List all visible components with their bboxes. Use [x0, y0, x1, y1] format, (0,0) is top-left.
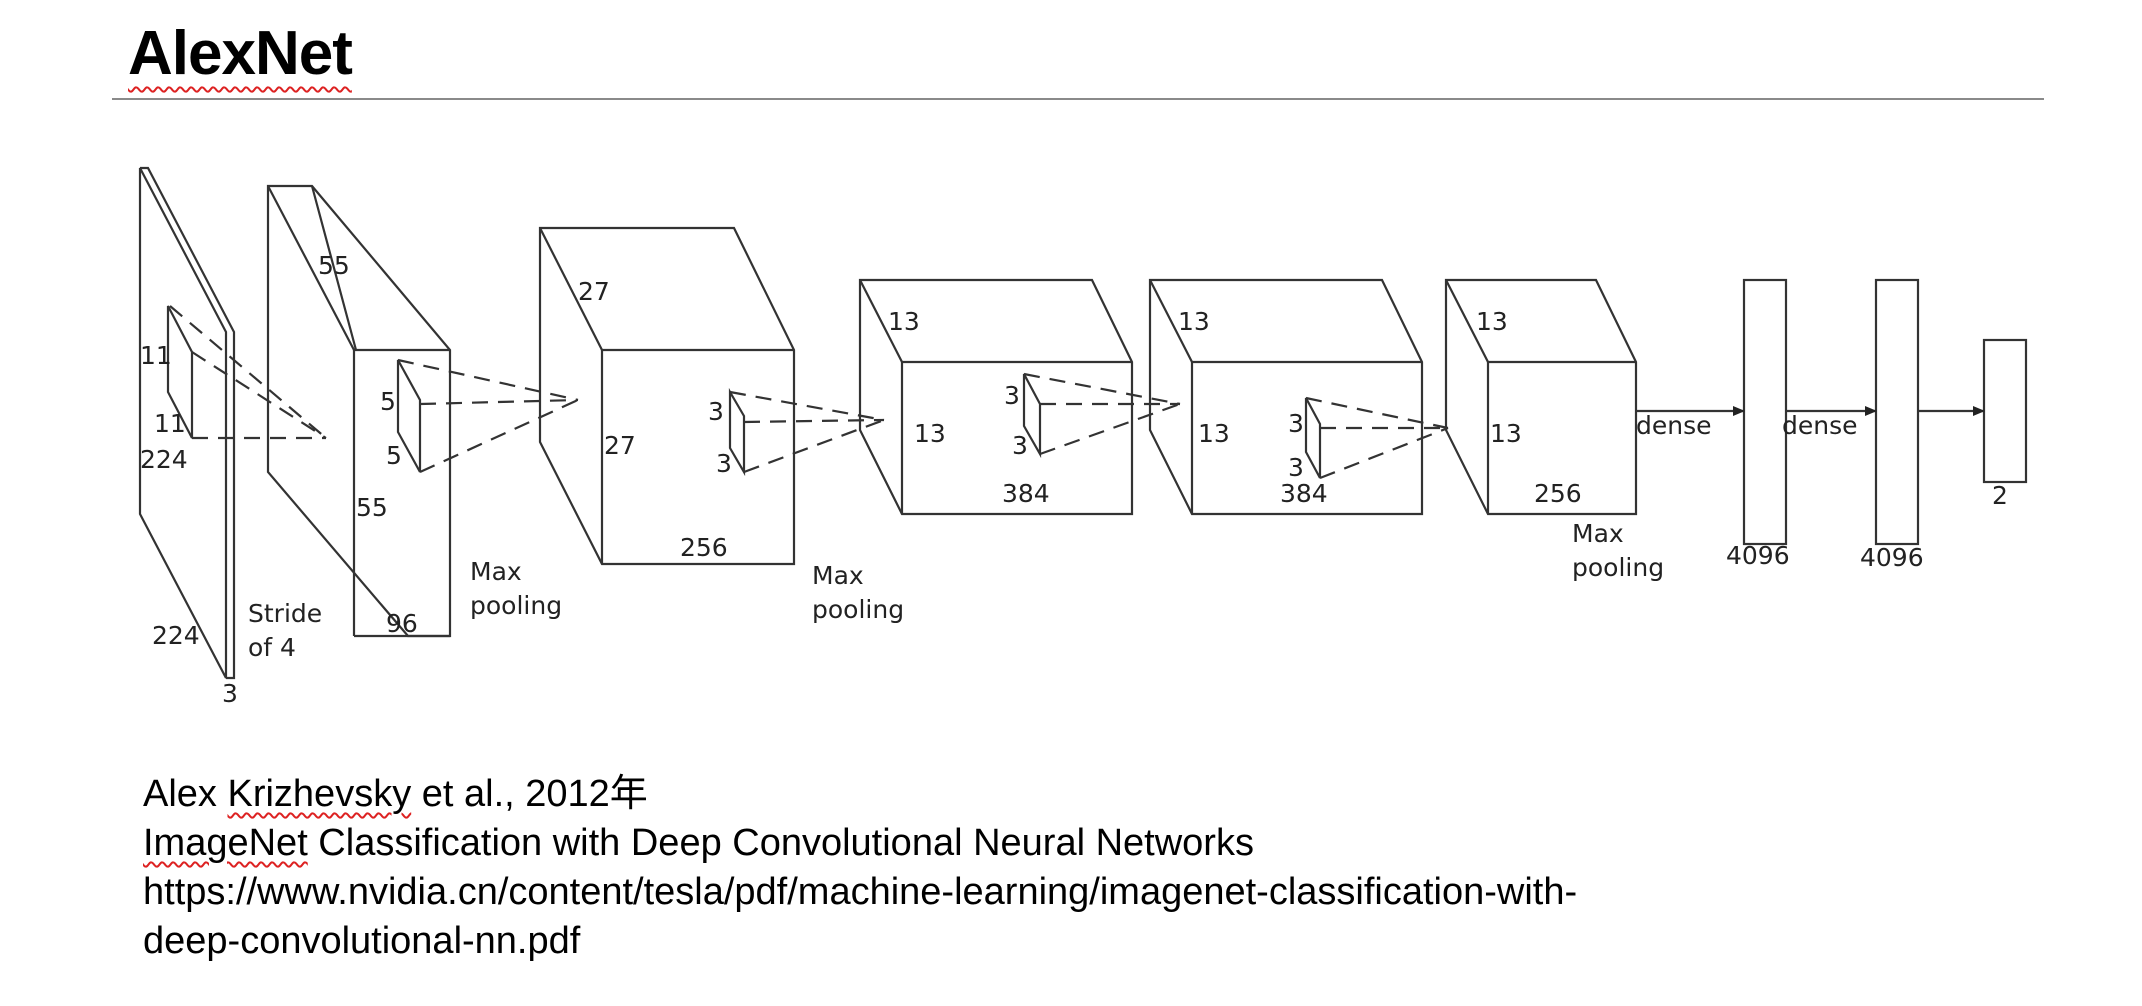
conv4-kernel-box	[1304, 397, 1322, 479]
conv3-kernel-h-label: 3	[1004, 381, 1020, 410]
conv1-side-label: 55	[356, 493, 388, 522]
fc2-block	[1874, 278, 1920, 546]
conv3-kernel-w-label: 3	[1012, 431, 1028, 460]
citation-block: Alex Krizhevsky et al., 2012年 ImageNet C…	[143, 770, 1577, 966]
conv4-kernel-w-label: 3	[1288, 453, 1304, 482]
conv5-block	[1444, 278, 1638, 516]
citation-authors: Alex Krizhevsky et al., 2012年	[143, 773, 648, 815]
conv3-side-label: 13	[914, 419, 946, 448]
output-size-label: 2	[1992, 481, 2008, 510]
pool1-label-max: Max	[470, 557, 522, 586]
citation-url-line-1: https://www.nvidia.cn/content/tesla/pdf/…	[143, 871, 1578, 913]
stride-label: Stride	[248, 599, 322, 628]
conv5-depth-label: 256	[1534, 479, 1582, 508]
conv3-top-label: 13	[888, 307, 920, 336]
conv1-depth-label: 96	[386, 609, 418, 638]
conv2-depth-label: 256	[680, 533, 728, 562]
title-divider	[112, 98, 2044, 100]
conv1-top-label: 55	[318, 251, 350, 280]
input-size-label-depth: 224	[152, 621, 200, 650]
input-channels-label: 3	[222, 679, 238, 708]
pool3-label-max: Max	[1572, 519, 1624, 548]
conv2-kernel-box	[728, 387, 746, 477]
conv3-depth-label: 384	[1002, 479, 1050, 508]
citation-url-line-2: deep-convolutional-nn.pdf	[143, 920, 581, 962]
input-kernel-height-label: 11	[140, 341, 172, 370]
conv2-top-label: 27	[578, 277, 610, 306]
dense-label-2: dense	[1782, 411, 1858, 440]
conv1-kernel-w-label: 5	[386, 441, 402, 470]
input-size-label-vertical: 224	[140, 445, 188, 474]
pool1-label-pooling: pooling	[470, 591, 562, 620]
conv2-kernel-h-label: 3	[708, 397, 724, 426]
pool3-label-pooling: pooling	[1572, 553, 1664, 582]
stride-of-label: of 4	[248, 633, 296, 662]
conv2-kernel-w-label: 3	[716, 449, 732, 478]
conv4-top-label: 13	[1178, 307, 1210, 336]
dense-label-1: dense	[1636, 411, 1712, 440]
conv5-side-label: 13	[1490, 419, 1522, 448]
output-block	[1982, 338, 2028, 484]
fc1-block	[1742, 278, 1788, 546]
fc2-size-label: 4096	[1860, 543, 1924, 572]
conv4-block	[1148, 278, 1424, 516]
pool2-label-max: Max	[812, 561, 864, 590]
conv4-side-label: 13	[1198, 419, 1230, 448]
conv4-kernel-h-label: 3	[1288, 409, 1304, 438]
input-kernel-width-label: 11	[154, 409, 186, 438]
citation-paper-title: ImageNet Classification with Deep Convol…	[143, 822, 1254, 864]
pool2-label-pooling: pooling	[812, 595, 904, 624]
slide-title: AlexNet	[128, 19, 353, 88]
conv2-block	[538, 226, 796, 566]
conv1-kernel-h-label: 5	[380, 387, 396, 416]
conv4-depth-label: 384	[1280, 479, 1328, 508]
fc1-size-label: 4096	[1726, 541, 1790, 570]
conv2-side-label: 27	[604, 431, 636, 460]
projection-lines	[169, 305, 1449, 480]
conv5-top-label: 13	[1476, 307, 1508, 336]
alexnet-architecture-diagram: 11 11 224 224 3 Stride of 4 55 55 96 5 5…	[138, 166, 2028, 708]
